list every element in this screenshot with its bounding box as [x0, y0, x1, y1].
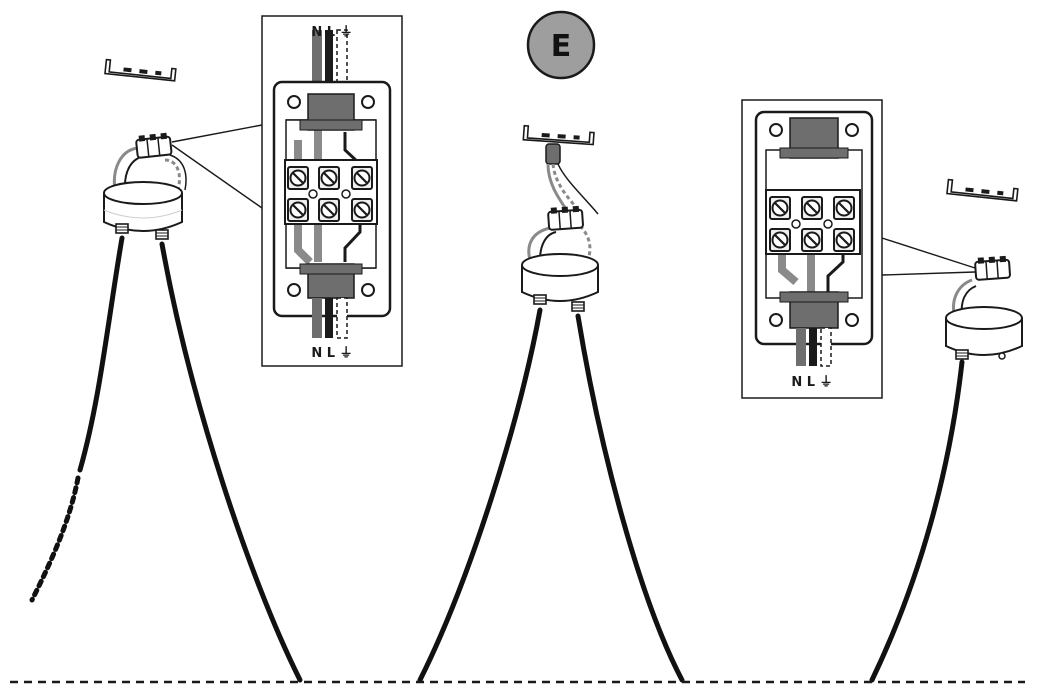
cable-right-rose — [869, 359, 965, 683]
step-badge: E — [526, 10, 596, 80]
detail-box-left — [261, 15, 403, 367]
leader-line-right — [881, 237, 976, 276]
pendant-holder-middle — [545, 143, 599, 216]
leader-line-left — [171, 124, 263, 209]
detail-right-bottom-label: N L ⏚ — [791, 375, 832, 390]
ceiling-rose-left — [103, 131, 187, 240]
detail-left-bottom-label: N L ⏚ — [311, 346, 352, 361]
ceiling-rose-right — [945, 254, 1023, 360]
mounting-bracket-left — [104, 58, 177, 82]
ceiling-rose-middle — [521, 204, 599, 312]
step-label: E — [551, 29, 572, 64]
detail-box-right — [741, 99, 883, 399]
cable-middle-rose — [417, 307, 685, 683]
cable-left-rose — [29, 235, 303, 683]
mounting-bracket-right — [946, 178, 1019, 202]
detail-left-top-label: N L ⏚ — [311, 25, 352, 40]
mounting-bracket-middle — [522, 124, 595, 146]
